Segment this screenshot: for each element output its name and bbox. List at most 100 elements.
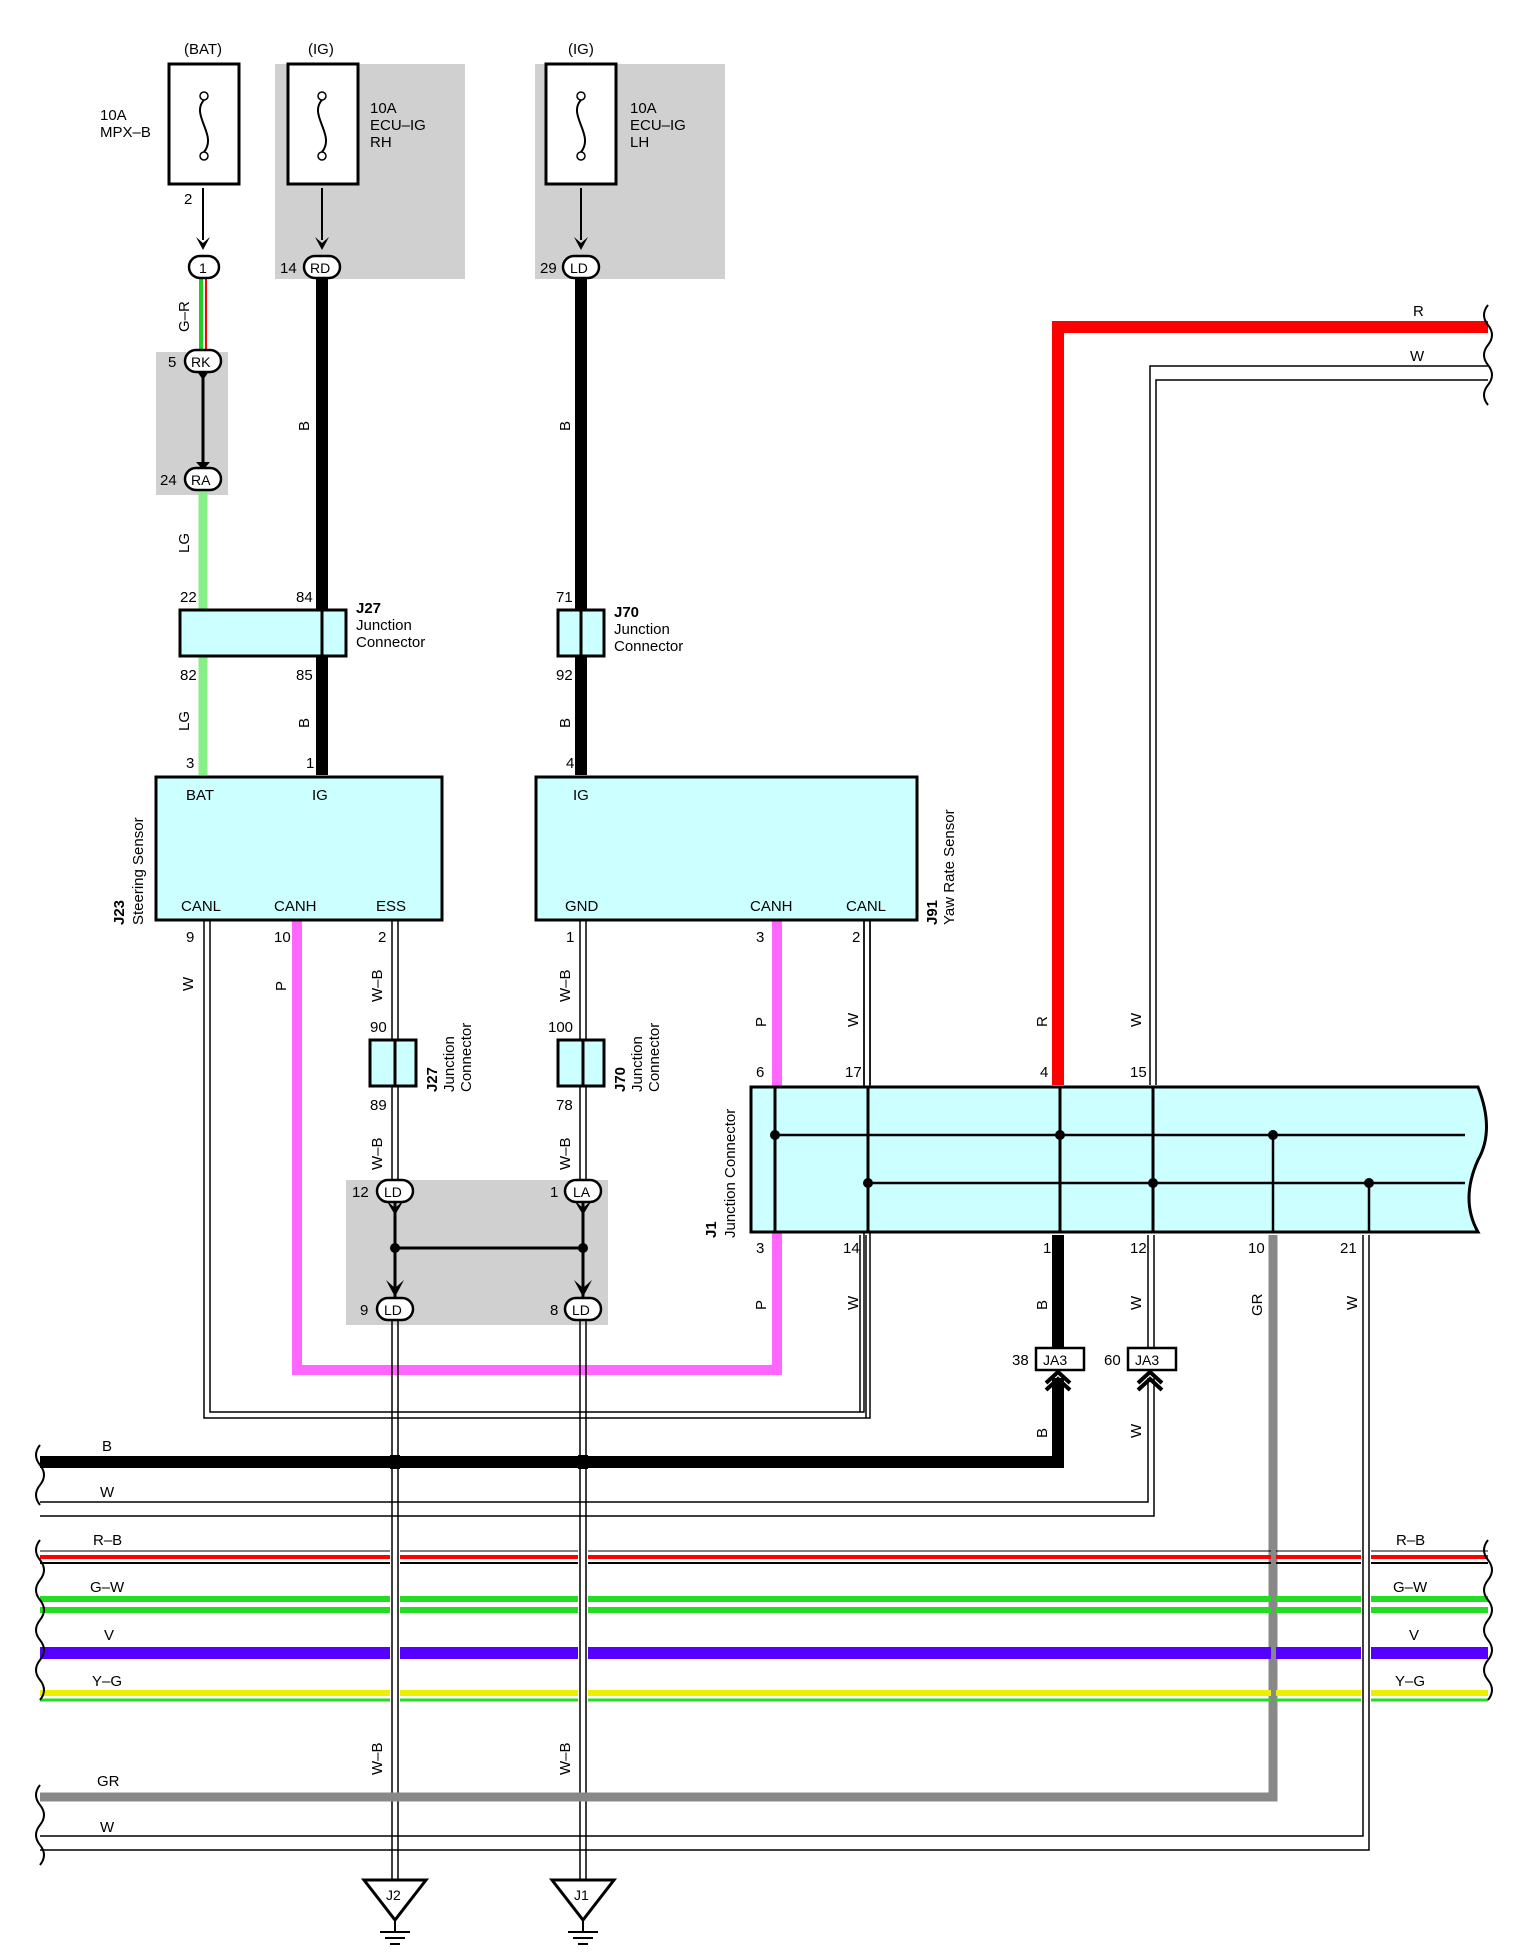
ss-name: Steering Sensor bbox=[130, 817, 147, 925]
wire-wb-ss3: W–B bbox=[369, 1742, 386, 1775]
j1-pin-10: 10 bbox=[1248, 1240, 1265, 1257]
j27-junction-connector bbox=[178, 608, 348, 658]
pin-14: 14 bbox=[280, 260, 297, 277]
fuse1-source: (BAT) bbox=[184, 41, 222, 58]
yr-canh-label: CANH bbox=[750, 898, 793, 915]
pin-12: 12 bbox=[352, 1184, 369, 1201]
left-breaks bbox=[35, 1444, 45, 1866]
j70b-code: J70 bbox=[612, 1067, 629, 1092]
yr-pin-4: 4 bbox=[566, 755, 574, 772]
wire-w-ja3: W bbox=[1128, 1423, 1145, 1438]
wb-crossings bbox=[390, 1455, 1371, 1710]
j27-code: J27 bbox=[356, 600, 381, 617]
fuse3-name: ECU–IG bbox=[630, 117, 686, 134]
wire-b-1: B bbox=[296, 421, 313, 431]
fuse1-amp: 10A bbox=[100, 107, 127, 124]
bus-rb-right: R–B bbox=[1396, 1532, 1425, 1549]
j70-junction-connector bbox=[556, 608, 606, 658]
yaw-rate-sensor bbox=[534, 775, 919, 922]
ss-ig-label: IG bbox=[312, 787, 328, 804]
conn-ld12-code: LD bbox=[384, 1184, 402, 1200]
conn-ja3a-code: JA3 bbox=[1043, 1352, 1067, 1368]
wire-p-ss: P bbox=[273, 981, 290, 991]
conn-ld-code: LD bbox=[570, 260, 588, 276]
pin-1-la: 1 bbox=[550, 1184, 558, 1201]
wire-w-j1: W bbox=[1128, 1012, 1145, 1027]
bus-rb-label: R–B bbox=[93, 1532, 122, 1549]
j27b-junction-connector bbox=[368, 1038, 418, 1088]
j70b-pin-78: 78 bbox=[556, 1097, 573, 1114]
j27-line2: Connector bbox=[356, 634, 425, 651]
fuse-ecu-ig-rh bbox=[286, 62, 360, 186]
wire-b-3: B bbox=[557, 421, 574, 431]
conn-ld9-code: LD bbox=[384, 1302, 402, 1318]
pin-92: 92 bbox=[556, 667, 573, 684]
yr-name: Yaw Rate Sensor bbox=[941, 809, 958, 925]
wire-wb-yr: W–B bbox=[557, 969, 574, 1002]
j1-pin-14: 14 bbox=[843, 1240, 860, 1257]
bus-yg-label: Y–G bbox=[92, 1673, 122, 1690]
ss-pin-3: 3 bbox=[186, 755, 194, 772]
bus-w2-label: W bbox=[100, 1819, 115, 1836]
wire-w-j1-21: W bbox=[1344, 1295, 1361, 1310]
wire-r-top: R bbox=[1413, 303, 1424, 320]
fuse1-pin: 2 bbox=[184, 191, 192, 208]
yr-pin-2: 2 bbox=[852, 929, 860, 946]
pin-84: 84 bbox=[296, 589, 313, 606]
bus-v-label: V bbox=[104, 1627, 114, 1644]
ss-ess-label: ESS bbox=[376, 898, 406, 915]
j27b-line2: Connector bbox=[458, 1023, 475, 1092]
bus-gw-right: G–W bbox=[1393, 1579, 1428, 1596]
ja3-pin-38: 38 bbox=[1012, 1352, 1029, 1369]
j1-code: J1 bbox=[703, 1221, 720, 1238]
conn-ra-code: RA bbox=[191, 472, 211, 488]
j27-line1: Junction bbox=[356, 617, 412, 634]
conn-1-code: 1 bbox=[199, 260, 207, 276]
j70-line1: Junction bbox=[614, 621, 670, 638]
j70-code: J70 bbox=[614, 604, 639, 621]
wire-b-ja3: B bbox=[1034, 1428, 1051, 1438]
j1-pin-17: 17 bbox=[845, 1064, 862, 1081]
pin-22: 22 bbox=[180, 589, 197, 606]
bus-g-w bbox=[40, 1596, 1488, 1613]
wire-p-j1: P bbox=[753, 1300, 770, 1310]
steering-sensor bbox=[154, 775, 444, 922]
bus-v-right: V bbox=[1409, 1627, 1419, 1644]
fuse3-name2: LH bbox=[630, 134, 649, 151]
yr-code: J91 bbox=[924, 900, 941, 925]
ground-j1-code: J1 bbox=[574, 1887, 589, 1903]
fuse2-name2: RH bbox=[370, 134, 392, 151]
wire-lg-1: LG bbox=[176, 533, 193, 553]
j1-pin-4: 4 bbox=[1040, 1064, 1048, 1081]
conn-rk-code: RK bbox=[191, 354, 211, 370]
j1-pin-21: 21 bbox=[1340, 1240, 1357, 1257]
conn-ld8-code: LD bbox=[572, 1302, 590, 1318]
bus-y-g bbox=[40, 1690, 1488, 1702]
j70b-line2: Connector bbox=[646, 1023, 663, 1092]
pin-24: 24 bbox=[160, 472, 177, 489]
wire-wb-ss: W–B bbox=[369, 969, 386, 1002]
ss-pin-1: 1 bbox=[306, 755, 314, 772]
j1-junction-connector bbox=[749, 1085, 1488, 1234]
j1-pin-12: 12 bbox=[1130, 1240, 1147, 1257]
yr-gnd-label: GND bbox=[565, 898, 599, 915]
bus-w-label: W bbox=[100, 1484, 115, 1501]
bus-r-b bbox=[40, 1550, 1488, 1564]
yr-ig-label: IG bbox=[573, 787, 589, 804]
wire-w-j1-12: W bbox=[1128, 1295, 1145, 1310]
ss-pin-9: 9 bbox=[186, 929, 194, 946]
j1-name: Junction Connector bbox=[722, 1109, 739, 1238]
j27b-pin-89: 89 bbox=[370, 1097, 387, 1114]
wire-r-j1: R bbox=[1034, 1016, 1051, 1027]
fuse2-name: ECU–IG bbox=[370, 117, 426, 134]
wire-gr-j1: GR bbox=[1249, 1293, 1266, 1316]
pin-29: 29 bbox=[540, 260, 557, 277]
j1-pin-15: 15 bbox=[1130, 1064, 1147, 1081]
ss-code: J23 bbox=[111, 900, 128, 925]
fuse1-name: MPX–B bbox=[100, 124, 151, 141]
wire-w-yr: W bbox=[845, 1012, 862, 1027]
yr-pin-3: 3 bbox=[756, 929, 764, 946]
yr-pin-1: 1 bbox=[566, 929, 574, 946]
conn-la-code: LA bbox=[573, 1184, 591, 1200]
